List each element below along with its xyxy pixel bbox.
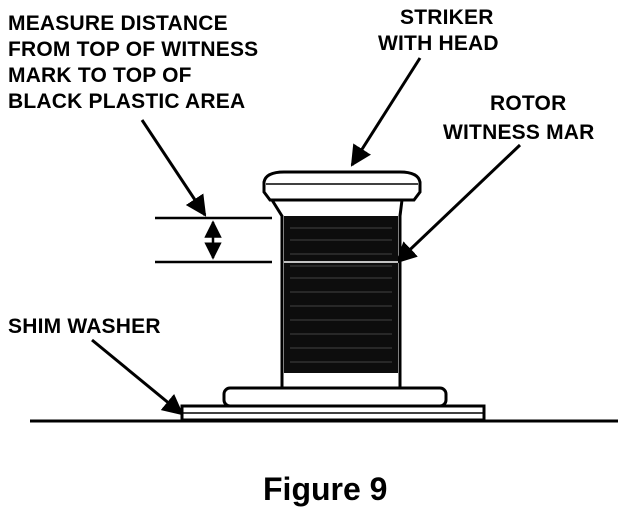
measure-distance-label: MEASURE DISTANCE FROM TOP OF WITNESS MAR… [8, 12, 258, 113]
striker-column-outline [270, 199, 404, 388]
striker-head [262, 170, 422, 202]
rotor-dark-band [284, 216, 398, 373]
measure-label-line-2: FROM TOP OF WITNESS [8, 38, 258, 61]
measurement-indicator [155, 216, 272, 264]
shim-leader-line [91, 338, 184, 416]
striker-leader-line [350, 57, 422, 167]
striker-label-line-1: STRIKER [400, 6, 494, 29]
striker-assembly [180, 170, 486, 422]
base-flange [222, 386, 448, 408]
striker-label-line-2: WITH HEAD [378, 32, 499, 55]
rotor-label-line-2: WITNESS MAR [443, 121, 595, 144]
band-texture [290, 227, 392, 363]
rotor-witness-label: ROTOR WITNESS MAR [443, 92, 595, 144]
rotor-label-line-1: ROTOR [490, 92, 566, 115]
measure-label-line-3: MARK TO TOP OF [8, 64, 192, 87]
measure-label-line-1: MEASURE DISTANCE [8, 12, 228, 35]
shim-washer-label: SHIM WASHER [8, 315, 161, 338]
figure-caption: Figure 9 [263, 471, 387, 507]
striker-label: STRIKER WITH HEAD [378, 6, 499, 55]
measure-leader-line [140, 119, 207, 217]
measure-label-line-4: BLACK PLASTIC AREA [8, 90, 245, 113]
rotor-leader-line [395, 143, 522, 264]
